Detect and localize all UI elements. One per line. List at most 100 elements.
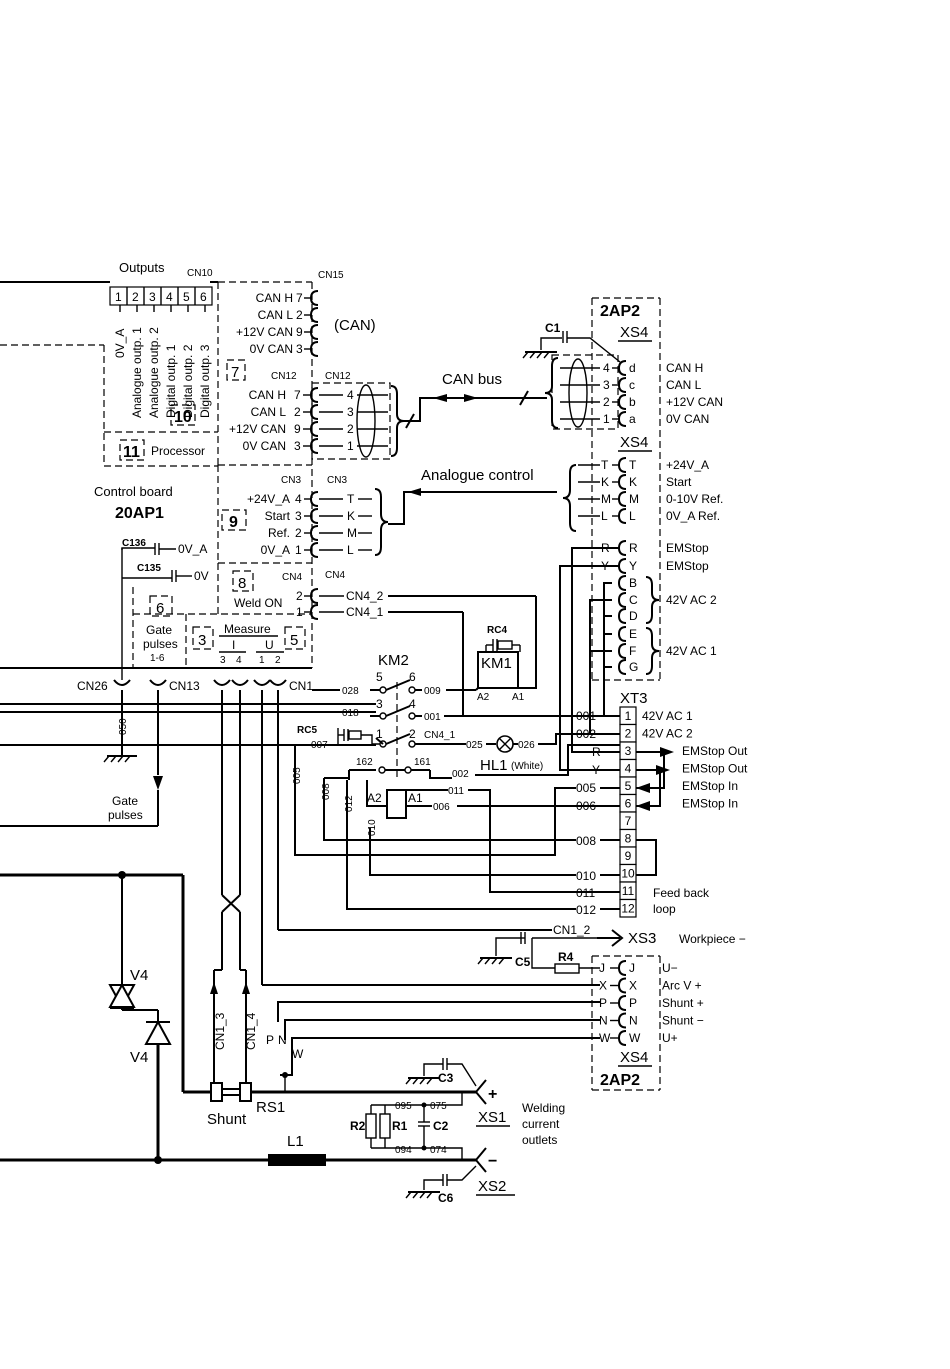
ap2-ac-pin: G bbox=[629, 660, 638, 674]
board-title: Control board bbox=[94, 484, 173, 499]
km2-a1: A1 bbox=[408, 791, 423, 805]
cn12-ext-pin: 2 bbox=[347, 422, 354, 436]
net-008: 008 bbox=[321, 783, 332, 800]
emstop-wires bbox=[559, 547, 620, 771]
cn15-signal: CAN L bbox=[258, 308, 294, 322]
xs4-label-c: XS4 bbox=[620, 1049, 648, 1066]
xs2-label: XS2 bbox=[478, 1178, 506, 1195]
cn3-ext-pin: K bbox=[347, 509, 355, 523]
net-074: 074 bbox=[430, 1145, 447, 1156]
cn15-signal: +12V CAN bbox=[236, 325, 293, 339]
ap2-ctrl-pin: T bbox=[601, 458, 609, 472]
cn3-socket bbox=[309, 491, 319, 507]
ap2-can-socket bbox=[617, 394, 627, 410]
r1-label: R1 bbox=[392, 1119, 408, 1133]
output-signal-label: Analogue outp. 2 bbox=[147, 327, 161, 418]
ac2-label: 42V AC 2 bbox=[666, 593, 717, 607]
v4-label-a: V4 bbox=[130, 967, 148, 984]
ap2-meas-pin: J bbox=[599, 961, 605, 975]
feedback-2: loop bbox=[653, 902, 676, 916]
block-7: 7 bbox=[231, 364, 239, 381]
outlets-3: outlets bbox=[522, 1133, 557, 1147]
km1-a2: A2 bbox=[477, 692, 490, 703]
ap2-em-signal: EMStop bbox=[666, 559, 709, 573]
cn3-ext-pin: M bbox=[347, 526, 357, 540]
xt3-terminal-num: 10 bbox=[621, 867, 635, 881]
cn4-socket bbox=[309, 604, 319, 620]
xt3-side-label: EMStop In bbox=[682, 779, 738, 793]
measure-u: U bbox=[265, 638, 274, 652]
xt3-terminal-num: 7 bbox=[625, 814, 632, 828]
cn3-pin: 3 bbox=[295, 509, 302, 523]
xt3-side-label: EMStop Out bbox=[682, 744, 748, 758]
outlets-2: current bbox=[522, 1117, 560, 1131]
xt3-wire-r: R bbox=[592, 745, 601, 759]
rc4-label: RC4 bbox=[487, 625, 507, 636]
cn10-pin: 2 bbox=[132, 290, 139, 304]
r4-label: R4 bbox=[558, 950, 574, 964]
relay-km2: KM2 5 6 3 4 1 2 028 018 007 RC5 009 bbox=[297, 596, 620, 893]
cn12-ext-pin: 3 bbox=[347, 405, 354, 419]
ap2-can-pin: 4 bbox=[603, 361, 610, 375]
xt3-side-label: EMStop Out bbox=[682, 762, 748, 776]
c136-net: 0V_A bbox=[178, 542, 207, 556]
ap2-ac-socket bbox=[617, 659, 627, 675]
block-10: 10 bbox=[174, 409, 192, 426]
ap2-em-ext: Y bbox=[629, 559, 637, 573]
ap2-ac-pin: F bbox=[629, 644, 636, 658]
measure-label: Measure bbox=[224, 622, 271, 636]
bottom-connectors: CN26 CN13 CN1 050 Gate pulses CN1_3 CN1_… bbox=[0, 679, 376, 1082]
cn3-socket bbox=[309, 525, 319, 541]
net-050: 050 bbox=[118, 718, 129, 735]
xt3-terminal-num: 2 bbox=[625, 727, 632, 741]
cn1-label: CN1 bbox=[289, 679, 313, 693]
cn15-socket bbox=[309, 324, 319, 340]
xt3-terminal-num: 5 bbox=[625, 779, 632, 793]
power-section: V4 V4 L1 Shunt RS1 + XS1 Welding current… bbox=[0, 871, 565, 1205]
measure-pin-1: 1 bbox=[259, 655, 265, 666]
measure-pin-3: 3 bbox=[220, 655, 226, 666]
control-board: Control board 20AP1 bbox=[0, 281, 313, 669]
ap2-can-ext: c bbox=[629, 378, 635, 392]
output-signal-label: Digital outp. 1 bbox=[164, 344, 178, 418]
cn3-signal: +24V_A bbox=[247, 492, 290, 506]
net-cn4-1: CN4_1 bbox=[424, 730, 456, 741]
ap2-ctrl-signal: 0V_A Ref. bbox=[666, 509, 720, 523]
ap2-ctrl-signal: Start bbox=[666, 475, 692, 489]
xs3-label: XS3 bbox=[628, 930, 656, 947]
outlets-1: Welding bbox=[522, 1101, 565, 1115]
ap2-meas-pin: X bbox=[599, 979, 607, 993]
xt3-wire-y: Y bbox=[592, 763, 600, 777]
net-002: 002 bbox=[452, 769, 469, 780]
cn12-label: CN12 bbox=[271, 371, 297, 382]
gate-label-1: Gate bbox=[146, 623, 172, 637]
ap2-em-ext: R bbox=[629, 541, 638, 555]
cn4-pin: 1 bbox=[296, 605, 303, 619]
ap2-ctrl-ext: K bbox=[629, 475, 637, 489]
block-6: 6 bbox=[156, 600, 164, 617]
cn12-pin: 9 bbox=[294, 422, 301, 436]
ap2-can-socket bbox=[617, 360, 627, 376]
km2-a2: A2 bbox=[367, 791, 382, 805]
n-label: N bbox=[278, 1033, 287, 1047]
cn12-ext-pin: 1 bbox=[347, 439, 354, 453]
c1-label: C1 bbox=[545, 321, 561, 335]
contact-6: 6 bbox=[409, 670, 416, 684]
ap2-meas-pin: P bbox=[599, 996, 607, 1010]
ap2-ac-socket bbox=[617, 643, 627, 659]
w-label: W bbox=[292, 1047, 304, 1061]
xt3-side-label: 42V AC 2 bbox=[642, 727, 693, 741]
xt3-terminal-num: 1 bbox=[625, 709, 632, 723]
cn4-net: CN4_2 bbox=[346, 589, 384, 603]
contact-4: 4 bbox=[409, 697, 416, 711]
ap2-meas-socket bbox=[617, 977, 627, 994]
net-018: 018 bbox=[342, 708, 359, 719]
net-001-a: 001 bbox=[424, 712, 441, 723]
ap2-ctrl-pin: M bbox=[601, 492, 611, 506]
cn26-label: CN26 bbox=[77, 679, 108, 693]
